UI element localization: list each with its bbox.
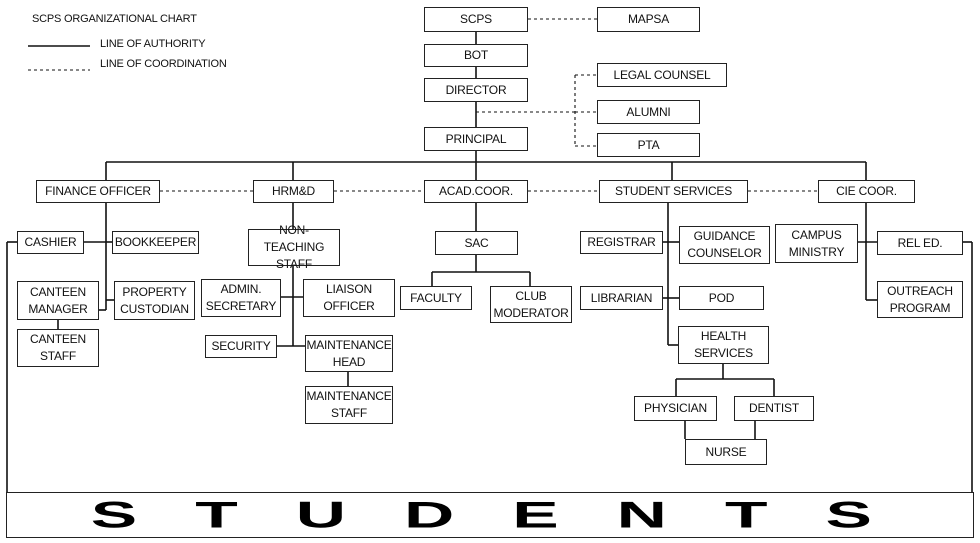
node-outreach-program: OUTREACH PROGRAM bbox=[877, 281, 963, 318]
node-hrmd: HRM&D bbox=[253, 180, 334, 203]
node-guidance-counselor: GUIDANCE COUNSELOR bbox=[679, 226, 770, 264]
node-student-services: STUDENT SERVICES bbox=[599, 180, 748, 203]
node-librarian: LIBRARIAN bbox=[580, 286, 663, 310]
node-mapsa: MAPSA bbox=[597, 7, 700, 32]
node-property-custodian: PROPERTY CUSTODIAN bbox=[114, 281, 195, 320]
node-pod: POD bbox=[679, 286, 764, 310]
node-sac: SAC bbox=[435, 231, 518, 255]
node-canteen-staff: CANTEEN STAFF bbox=[17, 329, 99, 367]
node-scps: SCPS bbox=[424, 7, 528, 32]
students-label: STUDENTS bbox=[90, 494, 930, 536]
legend-authority-label: LINE OF AUTHORITY bbox=[100, 38, 206, 50]
node-acad-coor: ACAD.COOR. bbox=[424, 180, 528, 203]
node-nurse: NURSE bbox=[685, 439, 767, 465]
node-cashier: CASHIER bbox=[17, 231, 84, 254]
node-dentist: DENTIST bbox=[734, 396, 814, 421]
chart-title: SCPS ORGANIZATIONAL CHART bbox=[32, 13, 197, 25]
node-liaison-officer: LIAISON OFFICER bbox=[303, 279, 395, 317]
node-registrar: REGISTRAR bbox=[580, 231, 663, 254]
node-maintenance-staff: MAINTENANCE STAFF bbox=[305, 386, 393, 424]
node-health-services: HEALTH SERVICES bbox=[678, 326, 769, 364]
node-alumni: ALUMNI bbox=[597, 100, 700, 124]
node-principal: PRINCIPAL bbox=[424, 127, 528, 151]
node-bookkeeper: BOOKKEEPER bbox=[112, 231, 199, 254]
node-canteen-manager: CANTEEN MANAGER bbox=[17, 281, 99, 320]
node-campus-ministry: CAMPUS MINISTRY bbox=[775, 224, 858, 263]
students-banner: STUDENTS bbox=[6, 492, 974, 538]
node-pta: PTA bbox=[597, 133, 700, 157]
node-faculty: FACULTY bbox=[400, 286, 472, 310]
node-club-moderator: CLUB MODERATOR bbox=[490, 286, 572, 323]
node-maintenance-head: MAINTENANCE HEAD bbox=[305, 335, 393, 372]
node-director: DIRECTOR bbox=[424, 78, 528, 102]
node-non-teaching-staff: NON-TEACHING STAFF bbox=[248, 223, 340, 271]
node-admin-secretary: ADMIN. SECRETARY bbox=[201, 279, 281, 317]
node-legal-counsel: LEGAL COUNSEL bbox=[597, 63, 727, 87]
node-rel-ed: REL ED. bbox=[877, 231, 963, 255]
node-security: SECURITY bbox=[205, 335, 277, 358]
node-cie-coor: CIE COOR. bbox=[818, 180, 915, 203]
node-bot: BOT bbox=[424, 44, 528, 67]
legend-coordination-label: LINE OF COORDINATION bbox=[100, 58, 227, 70]
node-physician: PHYSICIAN bbox=[634, 396, 717, 421]
node-finance-officer: FINANCE OFFICER bbox=[36, 180, 160, 203]
